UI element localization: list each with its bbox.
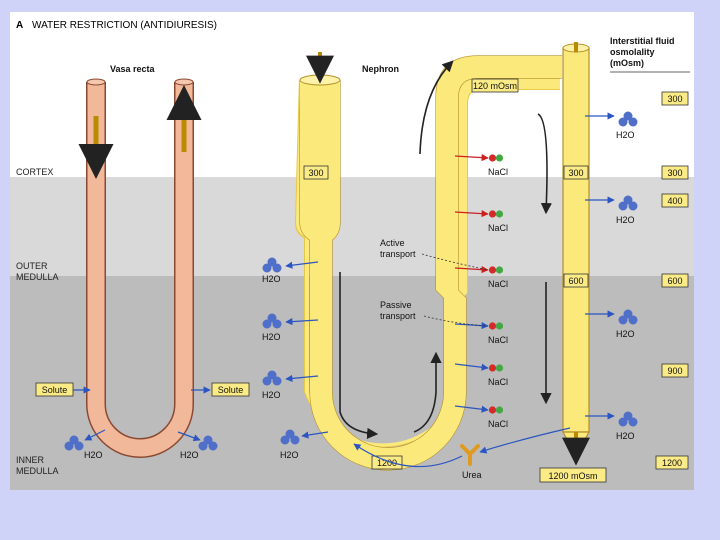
interstitial-header-2: osmolality xyxy=(610,47,655,57)
active-transport-1: Active xyxy=(380,238,405,248)
cd-h2o-2: H2O xyxy=(616,215,635,225)
cd-box-600-text: 600 xyxy=(568,276,583,286)
vasa-recta xyxy=(78,78,202,458)
nephron-h2o-4: H2O xyxy=(280,450,299,460)
nacl-2: NaCl xyxy=(488,223,508,233)
zone-outer-medulla-1: OUTER xyxy=(16,261,48,271)
vasa-h2o-left: H2O xyxy=(84,450,103,460)
interstitial-header-3: (mOsm) xyxy=(610,58,644,68)
urea-label: Urea xyxy=(462,470,482,480)
cd-box-1200-mosm-text: 1200 mOsm xyxy=(548,471,597,481)
osm-value-5: 900 xyxy=(667,366,682,376)
passive-transport-1: Passive xyxy=(380,300,412,310)
vasa-h2o-right: H2O xyxy=(180,450,199,460)
osm-box-4 xyxy=(661,273,689,288)
nephron-h2o-3: H2O xyxy=(262,390,281,400)
nacl-5: NaCl xyxy=(488,377,508,387)
nacl-column xyxy=(454,154,504,414)
cd-box-300 xyxy=(563,165,589,180)
nephron-h2o-2: H2O xyxy=(262,332,281,342)
cd-h2o-1: H2O xyxy=(616,130,635,140)
cd-box-300-text: 300 xyxy=(568,168,583,178)
osm-value-1: 300 xyxy=(667,94,682,104)
figure-title: WATER RESTRICTION (ANTIDIURESIS) xyxy=(32,20,217,31)
nacl-3: NaCl xyxy=(488,279,508,289)
box-120-mosm xyxy=(471,78,519,93)
osm-value-2: 300 xyxy=(667,168,682,178)
nacl-1: NaCl xyxy=(488,167,508,177)
solute-left: Solute xyxy=(42,385,68,395)
figure-panel: A WATER RESTRICTION (ANTIDIURESIS) CORTE… xyxy=(10,12,694,490)
cd-box-1200-mosm xyxy=(539,467,607,483)
zone-outer-medulla-2: MEDULLA xyxy=(16,272,59,282)
osm-box-2 xyxy=(661,165,689,180)
solute-right: Solute xyxy=(218,385,244,395)
zone-inner-medulla-2: MEDULLA xyxy=(16,466,59,476)
osm-value-4: 600 xyxy=(667,276,682,286)
panel-letter: A xyxy=(16,20,23,31)
interstitial-header-1: Interstitial fluid xyxy=(610,36,675,46)
cortex-band xyxy=(10,12,694,177)
vasa-recta-label: Vasa recta xyxy=(110,64,156,74)
cd-box-600 xyxy=(563,273,589,288)
osm-box-5 xyxy=(661,363,689,378)
box-1200-tip-text: 1200 xyxy=(377,458,397,468)
urea-icon xyxy=(460,444,480,466)
outer-medulla-band xyxy=(10,177,694,276)
nephron-h2o-1: H2O xyxy=(262,274,281,284)
zone-inner-medulla-1: INNER xyxy=(16,455,45,465)
box-120-mosm-text: 120 mOsm xyxy=(473,81,517,91)
osm-value-6: 1200 xyxy=(662,458,682,468)
passive-transport-2: transport xyxy=(380,311,416,321)
osm-box-3 xyxy=(661,193,689,208)
solute-box-right xyxy=(211,382,250,397)
active-transport-2: transport xyxy=(380,249,416,259)
osm-box-6 xyxy=(655,455,689,470)
cd-h2o-4: H2O xyxy=(616,431,635,441)
zone-cortex: CORTEX xyxy=(16,167,53,177)
box-300-descending-text: 300 xyxy=(308,168,323,178)
nephron-label: Nephron xyxy=(362,64,399,74)
osm-value-3: 400 xyxy=(667,196,682,206)
osm-box-1 xyxy=(661,91,689,106)
diagram-svg: A WATER RESTRICTION (ANTIDIURESIS) CORTE… xyxy=(10,12,694,490)
cd-h2o-3: H2O xyxy=(616,329,635,339)
box-300-descending xyxy=(303,165,329,180)
box-1200-tip xyxy=(371,455,403,470)
nacl-6: NaCl xyxy=(488,419,508,429)
nacl-4: NaCl xyxy=(488,335,508,345)
collecting-duct xyxy=(561,42,591,466)
